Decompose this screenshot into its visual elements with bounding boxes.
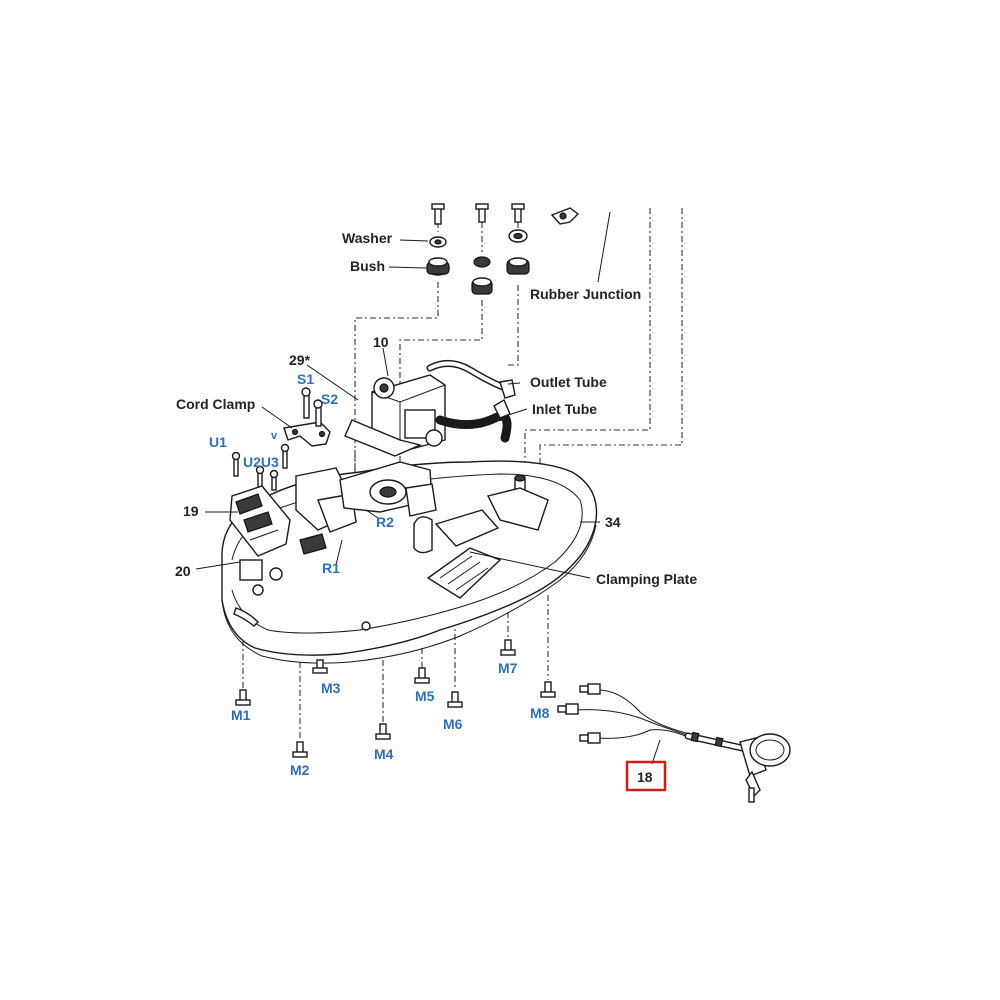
washer-part-2 bbox=[508, 229, 528, 243]
label-20: 20 bbox=[175, 563, 191, 579]
label-m6: M6 bbox=[443, 716, 463, 732]
rubber-junction-part bbox=[550, 207, 580, 225]
label-washer: Washer bbox=[342, 230, 393, 246]
screw-top-1 bbox=[431, 203, 445, 225]
board-19-part bbox=[229, 485, 291, 557]
power-cord-18-part bbox=[557, 683, 791, 803]
terminal-20-part bbox=[239, 559, 283, 596]
label-r1: R1 bbox=[322, 560, 340, 576]
label-s2: S2 bbox=[321, 391, 338, 407]
rear-bosses bbox=[486, 474, 549, 531]
outlet-tube-part bbox=[426, 360, 516, 399]
top-fasteners bbox=[426, 203, 580, 295]
screw-s1 bbox=[301, 387, 311, 419]
label-clamping-plate: Clamping Plate bbox=[596, 571, 697, 587]
screw-u2 bbox=[255, 465, 265, 489]
label-m3: M3 bbox=[321, 680, 341, 696]
clamping-plate-part bbox=[413, 509, 502, 599]
connector-1 bbox=[579, 683, 601, 695]
label-10: 10 bbox=[373, 334, 389, 350]
control-module-part bbox=[295, 461, 437, 555]
label-u2u3: U2U3 bbox=[243, 454, 279, 470]
pump-assembly bbox=[344, 374, 446, 457]
screw-v bbox=[280, 443, 290, 469]
label-outlet-tube: Outlet Tube bbox=[530, 374, 607, 390]
label-s1: S1 bbox=[297, 371, 314, 387]
cord-clamp-part bbox=[283, 421, 331, 447]
label-rubber-junction: Rubber Junction bbox=[530, 286, 641, 302]
label-m1: M1 bbox=[231, 707, 251, 723]
label-m4: M4 bbox=[374, 746, 394, 762]
label-inlet-tube: Inlet Tube bbox=[532, 401, 597, 417]
connector-2 bbox=[557, 703, 579, 715]
label-18: 18 bbox=[637, 769, 653, 785]
screw-m7 bbox=[500, 639, 516, 656]
bush-part-3 bbox=[506, 257, 530, 275]
label-m7: M7 bbox=[498, 660, 518, 676]
highlight-box-18 bbox=[625, 760, 667, 792]
washer-part bbox=[429, 236, 447, 248]
bottom-screws bbox=[235, 639, 556, 758]
label-34: 34 bbox=[605, 514, 621, 530]
part-labels: Washer Bush Rubber Junction 10 29* S1 S2… bbox=[175, 230, 697, 792]
label-m2: M2 bbox=[290, 762, 310, 778]
label-u1: U1 bbox=[209, 434, 227, 450]
screw-top-2 bbox=[475, 203, 489, 223]
screw-m2 bbox=[292, 741, 308, 758]
label-29: 29* bbox=[289, 352, 311, 368]
label-m8: M8 bbox=[530, 705, 550, 721]
bush-part-2 bbox=[471, 256, 493, 295]
small-screws bbox=[231, 387, 323, 491]
connector-3 bbox=[579, 732, 601, 744]
label-cord-clamp: Cord Clamp bbox=[176, 396, 255, 412]
label-19: 19 bbox=[183, 503, 199, 519]
label-bush: Bush bbox=[350, 258, 385, 274]
bush-part-1 bbox=[426, 257, 450, 276]
leader-lines bbox=[195, 211, 661, 765]
screw-m5 bbox=[414, 667, 430, 684]
screw-m1 bbox=[235, 689, 251, 706]
screw-m6 bbox=[447, 691, 463, 708]
inlet-tube-part bbox=[435, 398, 512, 443]
screw-m3 bbox=[312, 659, 328, 674]
screw-s2 bbox=[313, 399, 323, 427]
label-r2: R2 bbox=[376, 514, 394, 530]
label-v: v bbox=[271, 430, 278, 442]
screw-u1 bbox=[231, 451, 241, 477]
screw-m4 bbox=[375, 723, 391, 740]
screw-top-3 bbox=[511, 203, 525, 223]
screw-m8 bbox=[540, 681, 556, 698]
screw-u3 bbox=[269, 469, 279, 491]
label-m5: M5 bbox=[415, 688, 435, 704]
